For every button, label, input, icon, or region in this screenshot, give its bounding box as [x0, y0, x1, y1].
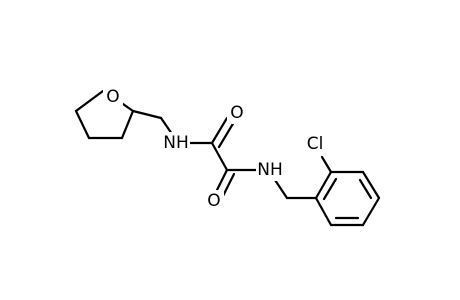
bond-c4-c5 — [74, 109, 91, 140]
chlorine-label: Cl — [307, 134, 324, 154]
atom-label-nh-right: NH — [256, 159, 284, 181]
bond-ar6-ar1 — [314, 196, 333, 227]
tetrahydrofuran-ring — [74, 89, 135, 140]
bond-ar3-ar4-inner — [358, 178, 373, 200]
ring-oxygen-label: O — [106, 87, 119, 107]
atom-label-nh-left: NH — [162, 132, 190, 154]
bond-c1-c2 — [210, 141, 229, 172]
bond-c1-o-top-a — [210, 116, 229, 145]
nh-right-label: NH — [257, 160, 283, 180]
bond-ch2-nh-left — [159, 116, 174, 136]
bond-c2-c3 — [120, 109, 135, 140]
bond-ar3-ar4 — [361, 170, 381, 200]
chlorobenzene-ring — [314, 170, 381, 227]
carbonyl-oxygen-bottom-label: O — [207, 191, 220, 211]
bond-c5-o — [74, 89, 105, 113]
bond-nh-right-ch2 — [273, 178, 289, 200]
bond-ar4-ar5 — [361, 196, 381, 227]
bond-c2-o-bottom-b — [221, 172, 236, 198]
bond-c2-o-bottom-a — [214, 168, 229, 194]
nh-left-label: NH — [163, 133, 189, 153]
atom-label-chlorine: Cl — [301, 133, 329, 155]
bond-c2-ch2 — [131, 109, 163, 120]
bond-ar1-ar2 — [314, 170, 333, 200]
bond-ar1-ar2-inner — [322, 177, 338, 201]
atom-label-carbonyl-top: O — [227, 102, 247, 124]
bond-c1-o-top-b — [217, 120, 236, 149]
atom-label-carbonyl-bottom: O — [204, 190, 224, 212]
atom-label-ring-oxygen: O — [103, 86, 123, 108]
bond-ar2-cl — [320, 155, 333, 174]
carbonyl-oxygen-top-label: O — [230, 103, 243, 123]
